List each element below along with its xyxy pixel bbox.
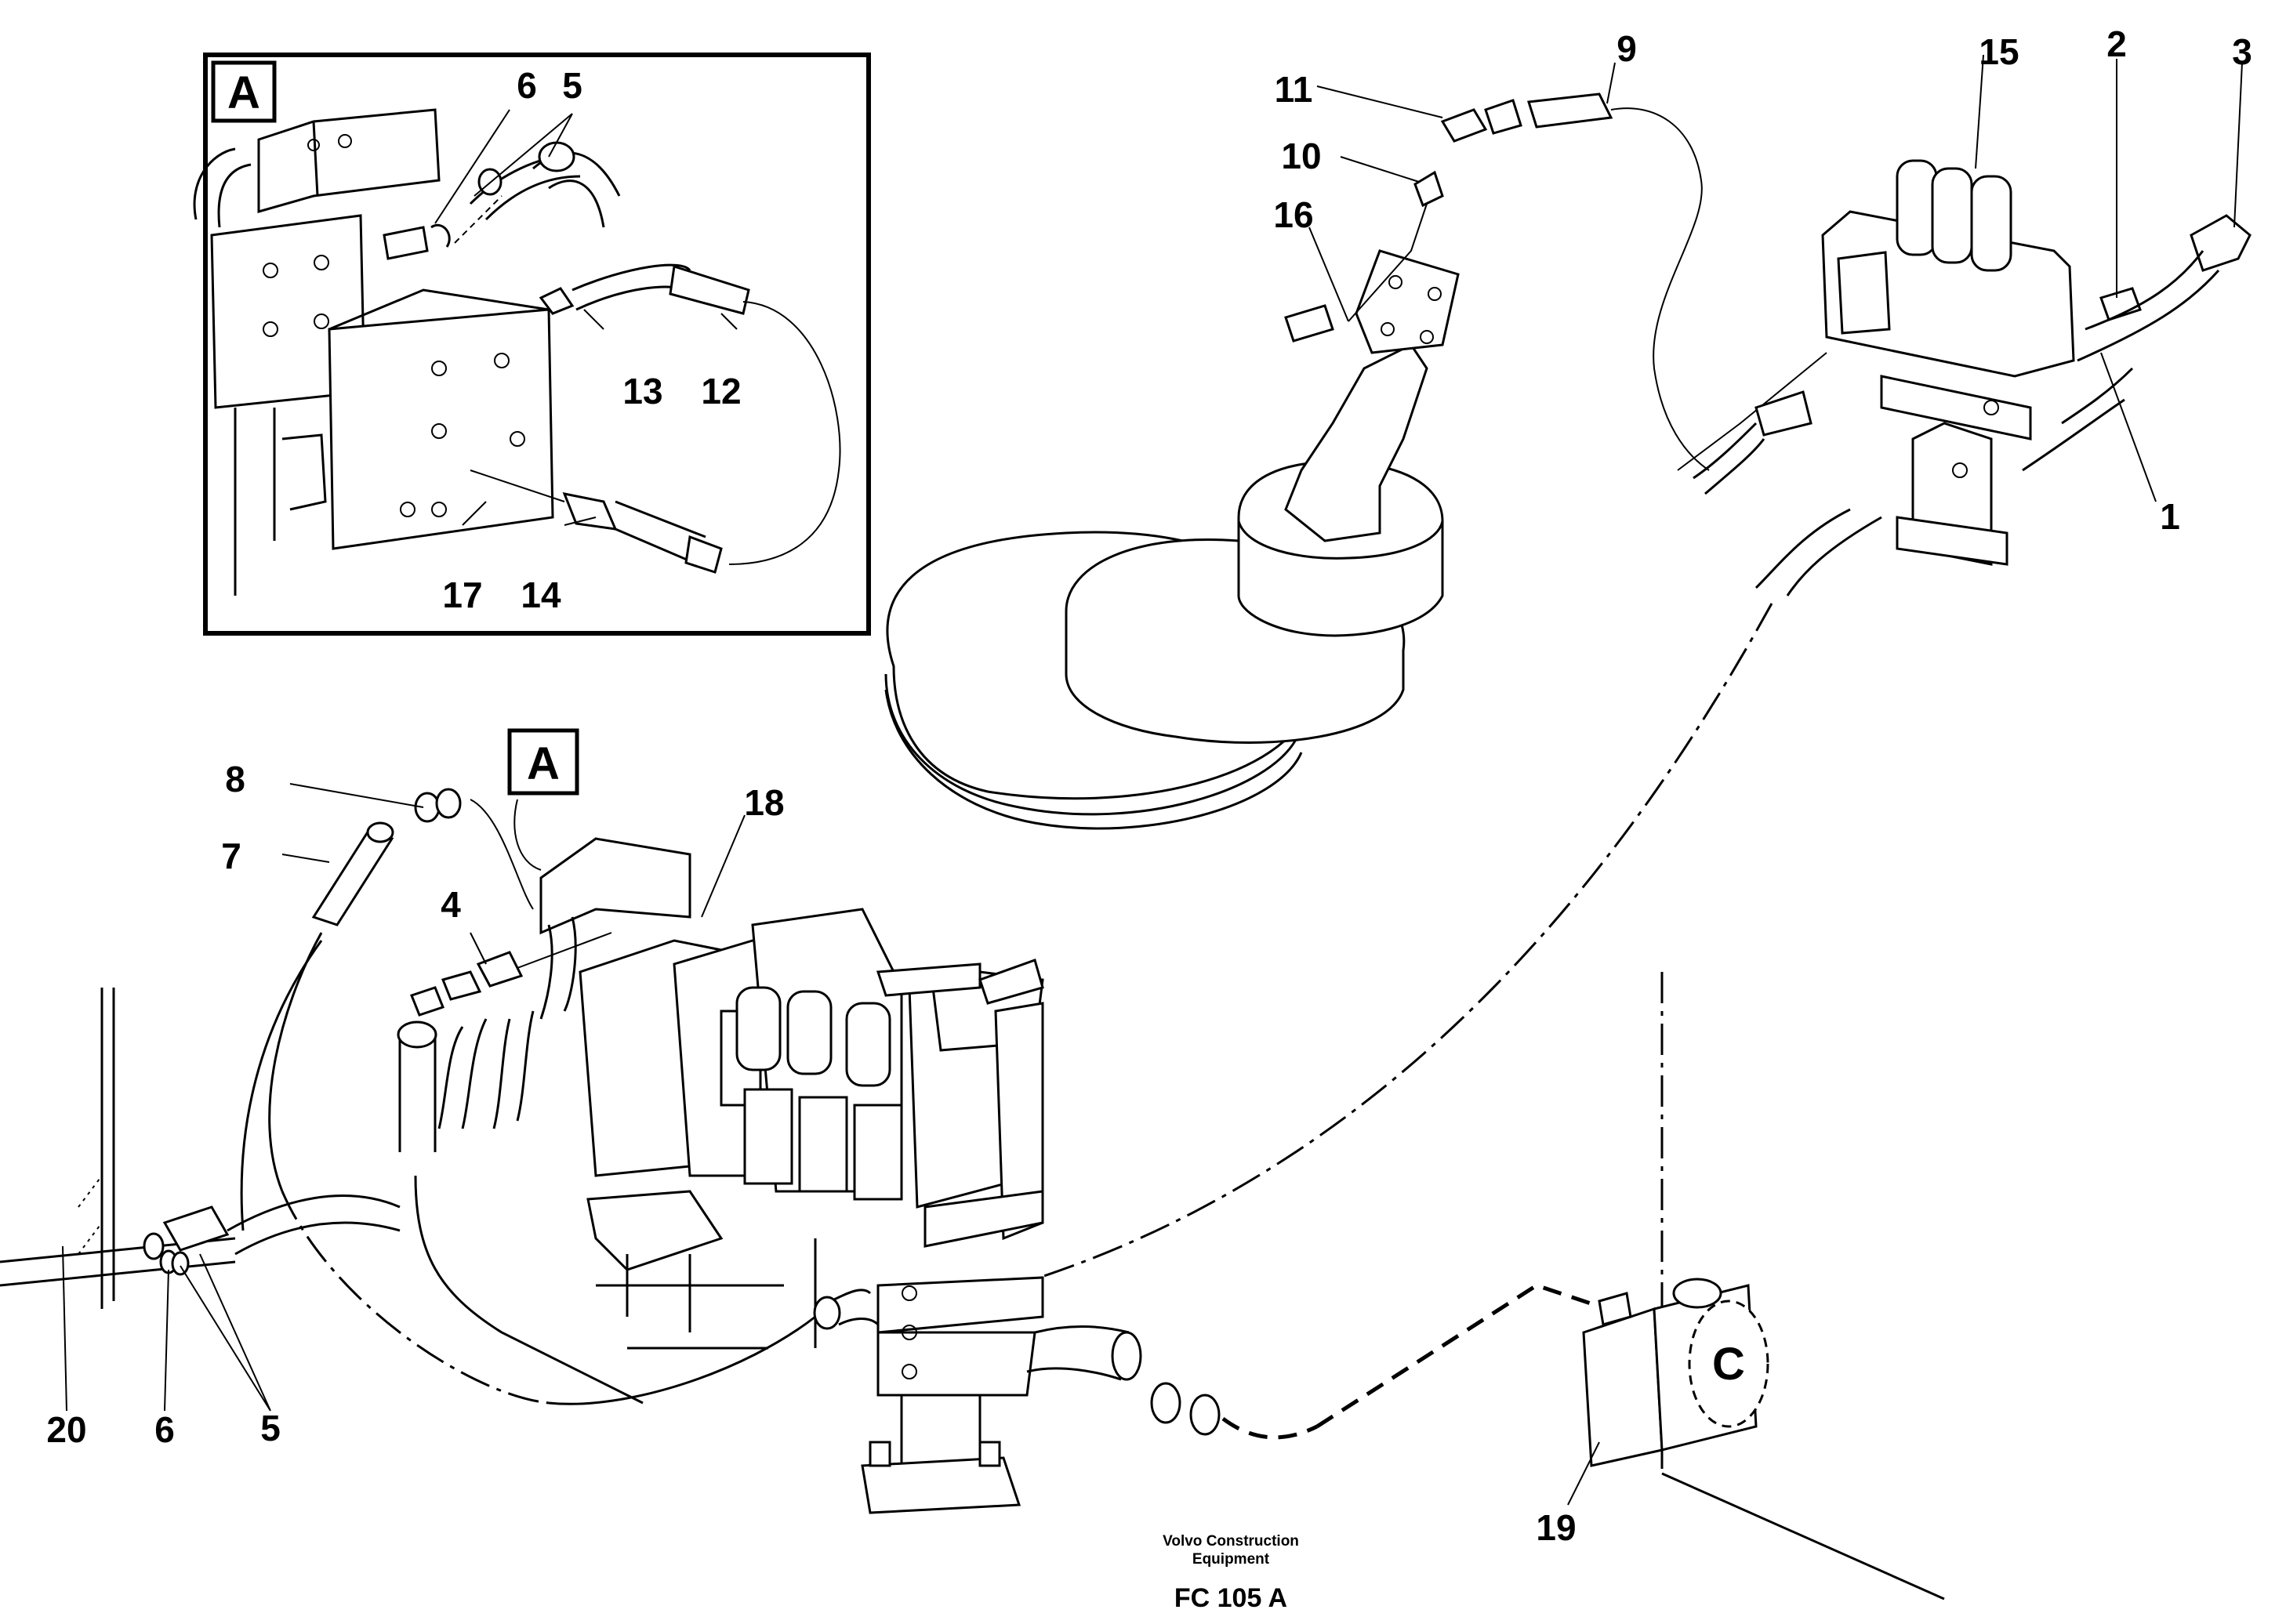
callout-labels: 6 5 13 12 17 14 8 7 4 18 11 10 16 9 15 2… xyxy=(46,24,2252,1548)
svg-text:C: C xyxy=(1712,1339,1745,1390)
callout-2: 2 xyxy=(2106,24,2127,64)
callout-14: 14 xyxy=(521,575,561,615)
callout-10: 10 xyxy=(1281,136,1321,176)
control-valve-right xyxy=(987,159,2252,1295)
callout-19: 19 xyxy=(1536,1507,1576,1548)
callout-15: 15 xyxy=(1979,31,2019,72)
pump-assembly: C xyxy=(1582,972,1945,1600)
callout-1: 1 xyxy=(2160,496,2180,537)
callout-20: 20 xyxy=(46,1409,86,1450)
callout-4: 4 xyxy=(441,884,461,925)
callout-11: 11 xyxy=(1275,69,1313,110)
callout-6-inset: 6 xyxy=(517,65,537,106)
callout-7: 7 xyxy=(221,836,241,876)
detail-a-inset-marker xyxy=(211,60,277,123)
callout-13: 13 xyxy=(622,371,662,411)
swing-motor-assembly xyxy=(884,92,1710,830)
caption-company: Volvo Construction xyxy=(1163,1533,1299,1550)
leader-lines xyxy=(62,54,2243,1506)
callout-18: 18 xyxy=(744,782,784,823)
callout-3: 3 xyxy=(2232,31,2252,72)
callout-17: 17 xyxy=(442,575,482,615)
detail-a-inset: A xyxy=(193,53,871,636)
detail-a-inset-letter: A xyxy=(227,67,260,118)
left-hoses: A xyxy=(0,728,816,1405)
detail-a-main-letter: A xyxy=(527,738,560,789)
caption-block: Volvo Construction Equipment FC 105 A xyxy=(1163,1533,1299,1613)
callout-5-inset: 5 xyxy=(562,65,582,106)
caption-figure-code: FC 105 A xyxy=(1174,1583,1287,1613)
callout-16: 16 xyxy=(1273,194,1313,235)
callout-8: 8 xyxy=(225,759,245,799)
callout-12: 12 xyxy=(701,371,741,411)
callout-9: 9 xyxy=(1617,28,1637,69)
detail-a-main-marker xyxy=(507,728,579,796)
caption-company-line2: Equipment xyxy=(1192,1551,1270,1568)
main-valve-block xyxy=(539,837,1631,1514)
callout-5-bottom: 5 xyxy=(260,1408,281,1448)
callout-6-bottom: 6 xyxy=(154,1409,175,1450)
